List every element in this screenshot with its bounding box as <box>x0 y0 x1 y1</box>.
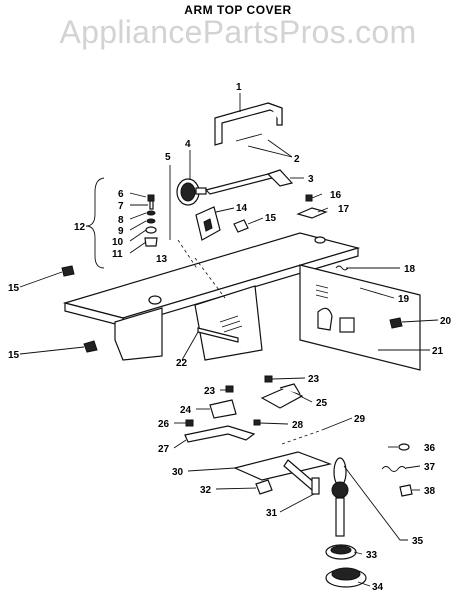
part-27-lever <box>184 425 256 443</box>
part-14-bracket <box>195 206 221 241</box>
callout-27: 27 <box>158 444 170 455</box>
part-3-shaft <box>204 169 294 195</box>
callout-23-right: 23 <box>308 374 320 385</box>
watermark: AppliancePartsPros.com <box>59 14 417 50</box>
part-15-screw-bottom <box>83 340 98 353</box>
part-33-pulley <box>325 544 357 560</box>
part-28-screw <box>253 419 261 426</box>
part-4-gear <box>176 178 207 206</box>
callout-16: 16 <box>330 190 342 201</box>
part-1-handle <box>214 102 283 146</box>
arm-top-cover <box>62 232 421 371</box>
part-16-17-clip <box>296 194 328 219</box>
part-15-screw-top <box>61 265 75 277</box>
part-37-spring <box>381 466 407 472</box>
callout-31: 31 <box>266 508 278 519</box>
callout-34: 34 <box>372 582 384 593</box>
callout-37: 37 <box>424 462 436 473</box>
callout-23-left: 23 <box>204 386 216 397</box>
part-15-nut-middle <box>233 219 249 233</box>
bracket-12 <box>85 177 105 269</box>
part-32-nut <box>255 479 273 495</box>
part-18-spring <box>335 265 349 271</box>
callout-26: 26 <box>158 419 170 430</box>
callout-33: 33 <box>366 550 378 561</box>
part-38-screw <box>399 484 413 497</box>
callout-13: 13 <box>156 254 168 265</box>
part-25-bracket <box>260 387 304 409</box>
part-31-screw <box>311 477 320 495</box>
callout-3: 3 <box>308 174 314 185</box>
part-20-screw <box>389 317 403 329</box>
diagram-title: ARM TOP COVER <box>184 3 292 17</box>
alignment-line-2 <box>177 239 199 271</box>
parts-6-11-stack <box>144 165 171 247</box>
callout-25: 25 <box>316 398 328 409</box>
callout-36: 36 <box>424 443 436 454</box>
callout-18: 18 <box>404 264 416 275</box>
callout-12: 12 <box>74 222 86 233</box>
callout-32: 32 <box>200 485 212 496</box>
callout-8: 8 <box>118 215 124 226</box>
callout-14: 14 <box>236 203 248 214</box>
callout-22: 22 <box>176 358 188 369</box>
callout-35: 35 <box>412 536 424 547</box>
callout-15-left-bottom: 15 <box>8 350 20 361</box>
callout-5: 5 <box>165 152 171 163</box>
callout-2: 2 <box>294 154 300 165</box>
callout-19: 19 <box>398 294 410 305</box>
callout-11: 11 <box>112 249 123 260</box>
part-22-rod <box>197 327 239 343</box>
part-24-bracket <box>209 399 237 419</box>
leader-lines <box>19 93 439 587</box>
part-30-plate <box>233 451 333 481</box>
part-23-screw-right <box>264 375 273 383</box>
callout-15-left-top: 15 <box>8 283 20 294</box>
callout-10: 10 <box>112 237 124 248</box>
callout-15-middle: 15 <box>265 213 277 224</box>
callout-24: 24 <box>180 405 192 416</box>
part-36-washer <box>398 443 410 451</box>
callout-1: 1 <box>236 82 242 93</box>
alignment-line-1 <box>194 257 226 299</box>
callout-21: 21 <box>432 346 444 357</box>
part-29-guide <box>281 429 323 445</box>
callout-29: 29 <box>354 414 366 425</box>
callout-20: 20 <box>440 316 452 327</box>
callout-30: 30 <box>172 467 184 478</box>
part-26-screw <box>185 419 194 427</box>
callout-7: 7 <box>118 201 124 212</box>
part-34-pulley <box>325 567 367 588</box>
callout-9: 9 <box>118 226 124 237</box>
part-35-spindle <box>331 457 349 537</box>
callout-38: 38 <box>424 486 436 497</box>
callout-28: 28 <box>292 420 304 431</box>
callout-4: 4 <box>185 139 191 150</box>
part-23-screw-left <box>225 385 234 393</box>
callout-6: 6 <box>118 189 124 200</box>
callout-labels: 1 2 3 4 5 6 7 8 9 10 11 12 13 14 15 15 1… <box>8 82 452 593</box>
callout-17: 17 <box>338 204 350 215</box>
